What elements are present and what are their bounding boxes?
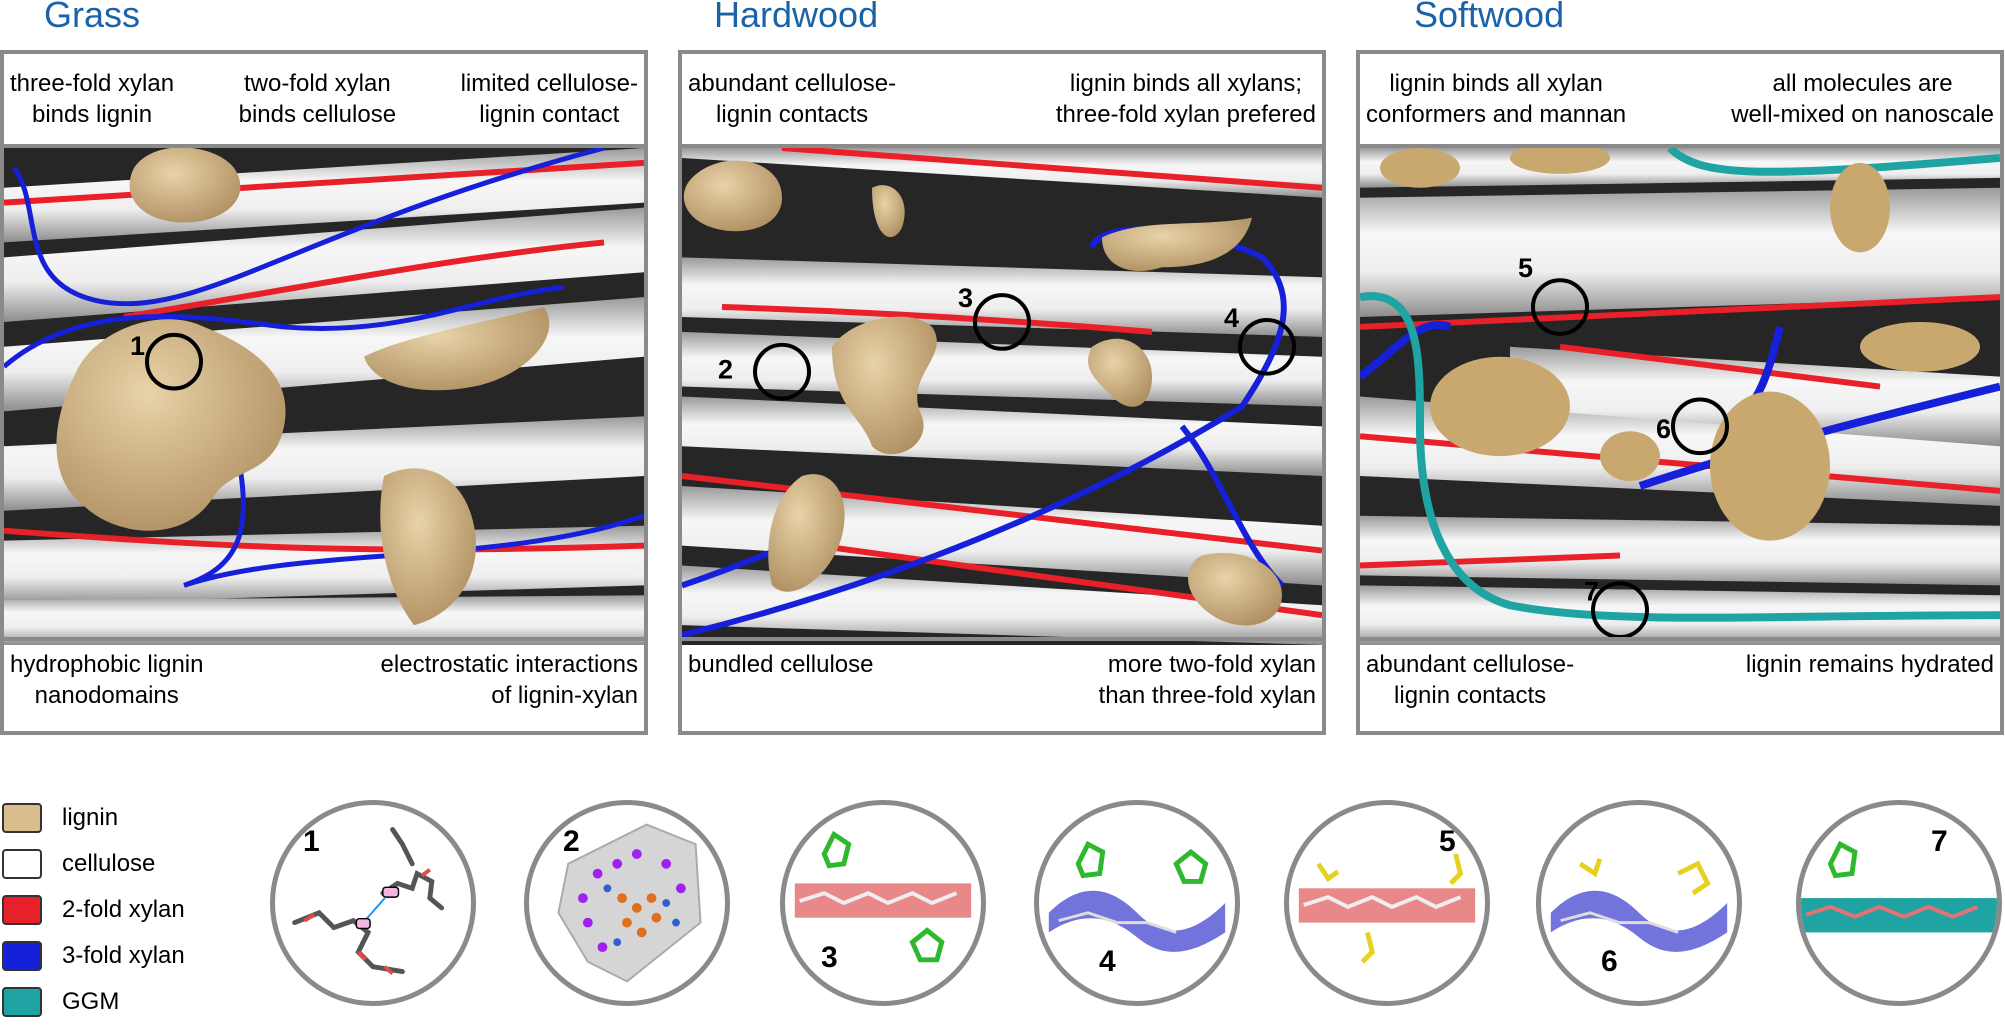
marker-circle-5 [1531,278,1589,336]
three-fold-xylan-swatch-icon [2,941,42,971]
two-fold-xylan-swatch-icon [2,895,42,925]
softwood-panel: lignin binds all xylan conformers and ma… [1356,50,2004,735]
grass-top-captions: three-fold xylan binds lignin two-fold x… [4,54,644,148]
legend-item-ggm: GGM [0,979,260,1025]
softwood-title: Softwood [1414,0,1565,35]
legend-label: lignin [62,804,119,831]
marker-circle-3 [973,293,1031,351]
marker-label-4: 4 [1224,303,1239,333]
softwood-caption-top-left: lignin binds all xylan conformers and ma… [1366,70,1627,128]
softwood-caption-bottom-right: lignin remains hydrated [1745,651,1994,678]
legend-item-three-fold-xylan: 3-fold xylan [0,933,260,979]
legend-label: 3-fold xylan [62,942,185,969]
three-fold-xylan-chains [4,148,644,588]
softwood-top-captions: lignin binds all xylan conformers and ma… [1360,54,2000,148]
softwood-caption-top-right: all molecules are well-mixed on nanoscal… [1731,70,1994,128]
detail-circle-5: 5 [1284,800,1490,1006]
legend-item-two-fold-xylan: 2-fold xylan [0,887,260,933]
grass-caption-top-right: limited cellulose- lignin contact [460,70,638,128]
hardwood-caption-top-right: lignin binds all xylans; three-fold xyla… [1055,70,1316,128]
marker-label-2: 2 [718,355,733,385]
marker-label-3: 3 [958,283,973,313]
marker-label-5: 5 [1518,253,1533,283]
grass-title: Grass [44,0,141,35]
cellulose-swatch-icon [2,849,42,879]
hardwood-caption-bottom-right: more two-fold xylan than three-fold xyla… [1098,651,1316,709]
two-fold-xylan-chains [4,159,644,553]
detail-circle-3: 3 [780,800,986,1006]
detail-circle-2: 2 [524,800,730,1006]
softwood-caption-bottom-left: abundant cellulose- lignin contacts [1366,651,1575,709]
hardwood-title: Hardwood [714,0,879,35]
softwood-bottom-captions: abundant cellulose- lignin contacts lign… [1360,637,2000,731]
legend-label: GGM [62,988,120,1015]
lignin-swatch-icon [2,803,42,833]
legend: lignin cellulose 2-fold xylan 3-fold xyl… [0,795,260,1025]
grass-bottom-captions: hydrophobic lignin nanodomains electrost… [4,637,644,731]
detail-circle-4: 4 [1034,800,1240,1006]
legend-label: cellulose [62,850,156,877]
marker-circle-2 [753,342,811,401]
hardwood-caption-top-left: abundant cellulose- lignin contacts [688,70,897,128]
hardwood-top-captions: abundant cellulose- lignin contacts lign… [682,54,1322,148]
marker-circle-6 [1671,397,1729,456]
grass-caption-top-mid: two-fold xylan binds cellulose [238,70,397,128]
detail-circle-6: 6 [1536,800,1742,1006]
detail-circle-label: 1 [303,825,320,858]
marker-label-1: 1 [130,331,145,361]
hardwood-panel: abundant cellulose- lignin contacts lign… [678,50,1326,735]
hardwood-scene: 2 3 4 [682,148,1322,645]
lignin-blobs [56,148,550,626]
detail-circle-label: 4 [1099,945,1116,978]
legend-label: 2-fold xylan [62,896,185,923]
softwood-scene: 5 6 7 [1360,148,2000,645]
marker-circle-1 [145,332,203,391]
lignin-clusters [1380,148,1980,541]
grass-caption-top-left: three-fold xylan binds lignin [10,70,175,128]
lignin-blobs [683,160,1282,626]
detail-circle-1: 1 [270,800,476,1006]
grass-caption-bottom-left: hydrophobic lignin nanodomains [10,651,204,709]
detail-circle-7: 7 [1796,800,2002,1006]
detail-circle-label: 6 [1601,945,1618,978]
grass-caption-bottom-right: electrostatic interactions of lignin-xyl… [380,651,638,709]
legend-item-cellulose: cellulose [0,841,260,887]
marker-circle-4 [1238,317,1296,376]
detail-circle-label: 7 [1931,825,1948,858]
ggm-swatch-icon [2,987,42,1017]
grass-scene: 1 [4,148,644,645]
detail-circle-label: 5 [1439,825,1456,858]
hardwood-bottom-captions: bundled cellulose more two-fold xylan th… [682,637,1322,731]
hardwood-caption-bottom-left: bundled cellulose [688,651,874,678]
marker-label-6: 6 [1656,414,1671,444]
detail-circle-label: 2 [563,825,580,858]
marker-label-7: 7 [1584,576,1599,606]
legend-item-lignin: lignin [0,795,260,841]
detail-circle-label: 3 [821,941,838,974]
grass-panel: three-fold xylan binds lignin two-fold x… [0,50,648,735]
ggm-chains [1360,148,2000,622]
